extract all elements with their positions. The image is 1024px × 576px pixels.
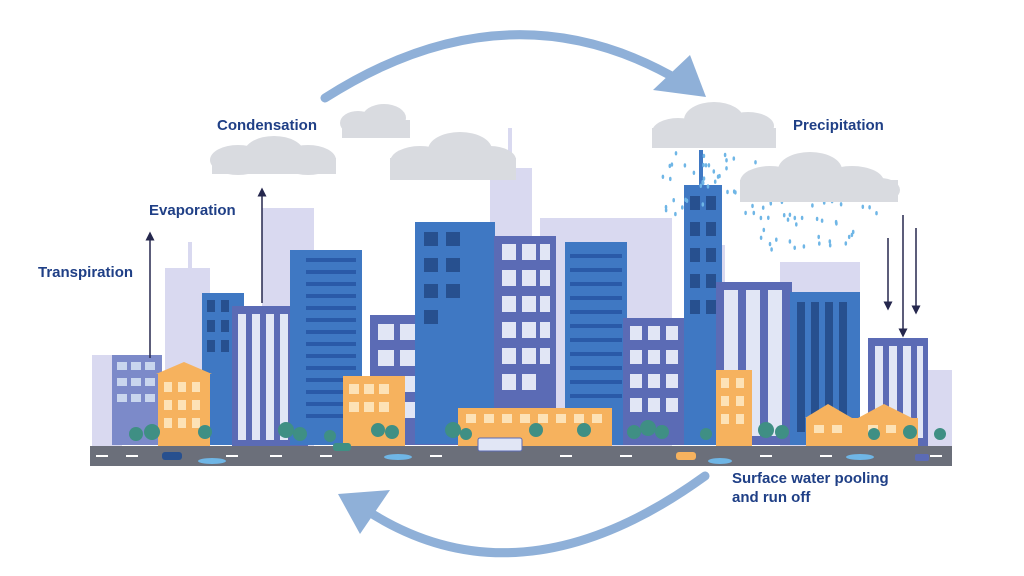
- rain-drop: [713, 179, 717, 184]
- cloud-top-small: [340, 104, 410, 138]
- downward-arrows: [883, 215, 921, 338]
- rain-drop: [752, 210, 756, 216]
- rain-drop: [828, 239, 832, 244]
- rain-drop: [725, 158, 728, 163]
- rain-drop: [683, 163, 687, 168]
- car: [915, 454, 929, 461]
- rain-drop: [769, 201, 773, 206]
- rain-drop: [732, 156, 736, 161]
- rain-drop: [751, 203, 754, 209]
- rain-drop: [768, 241, 772, 247]
- rain-drop: [762, 227, 766, 233]
- road: [90, 437, 952, 466]
- rain-drop: [681, 205, 684, 210]
- rain-drop: [828, 243, 832, 248]
- rain-drop: [702, 162, 705, 168]
- rain-drop: [701, 202, 705, 207]
- rain-drop: [701, 180, 704, 185]
- car: [676, 452, 696, 460]
- rain-drop: [795, 222, 798, 227]
- upward-arrows: [145, 187, 267, 358]
- runoff-label-line2: and run off: [732, 489, 811, 506]
- rain-drop: [674, 151, 678, 156]
- rain-drop: [759, 235, 763, 240]
- rain-drop: [684, 197, 687, 202]
- rain-drop: [775, 237, 778, 242]
- rain-drop: [815, 216, 819, 222]
- rain-drop: [706, 184, 710, 189]
- rain-drop: [835, 221, 838, 226]
- rain-drop: [847, 234, 851, 240]
- rain-drop: [770, 247, 773, 252]
- city-buildings: [112, 150, 928, 446]
- rain-drop: [802, 244, 806, 249]
- rain-drop: [692, 170, 696, 175]
- rain-drop: [844, 241, 848, 246]
- precipitation-label: Precipitation: [793, 117, 884, 134]
- condensation-label: Condensation: [217, 117, 317, 134]
- runoff-label: Surface water pooling and run off: [732, 469, 889, 507]
- rain-drop: [702, 153, 706, 159]
- rain-drop: [861, 204, 865, 209]
- rain-drop: [707, 163, 711, 168]
- rain-drop: [761, 205, 765, 210]
- rain-drop: [820, 218, 824, 223]
- cloud-center: [390, 132, 516, 180]
- rain-drop: [661, 174, 665, 179]
- bus: [477, 437, 523, 452]
- rain-drop: [664, 204, 668, 210]
- rain-drop: [744, 210, 747, 216]
- car: [162, 452, 182, 460]
- rain-drop: [788, 239, 792, 244]
- car: [333, 443, 351, 451]
- rain-drop: [712, 169, 716, 174]
- rain-drop: [669, 176, 672, 182]
- rain-drop: [851, 229, 855, 235]
- rain-drop: [782, 213, 786, 218]
- cloud-right-top: [652, 102, 776, 148]
- cycle-arrow-bottom: [338, 471, 710, 558]
- cloud-right-bottom: [740, 152, 900, 202]
- rain-drop: [672, 198, 675, 203]
- rain-drop: [725, 166, 728, 171]
- rain-drop: [718, 173, 721, 179]
- rain-drop: [767, 215, 770, 220]
- rain-drop: [699, 183, 703, 188]
- rain-drop: [726, 189, 729, 195]
- rain-drop: [800, 215, 804, 221]
- rain-drop: [868, 205, 871, 210]
- trees: [129, 420, 946, 442]
- rain-drop: [839, 202, 843, 207]
- rain-drop: [704, 163, 708, 168]
- orange-building-house: [805, 404, 918, 446]
- rain-drop: [754, 160, 757, 165]
- rain-drop: [674, 211, 677, 217]
- rain-drop: [670, 162, 674, 167]
- rain-drop: [818, 241, 821, 246]
- rain-drop: [668, 163, 672, 169]
- rain-drop: [664, 208, 668, 213]
- rain-drop: [793, 215, 797, 221]
- rain-drop: [723, 152, 727, 158]
- transpiration-label: Transpiration: [38, 264, 134, 281]
- rain-drop: [875, 211, 878, 216]
- rain-drop: [788, 212, 792, 217]
- rain-drop: [702, 176, 706, 181]
- evaporation-label: Evaporation: [149, 202, 236, 219]
- rain-drop: [732, 189, 736, 194]
- rain-drop: [811, 203, 814, 208]
- rain-drop: [793, 245, 796, 250]
- rain-drop: [759, 215, 763, 221]
- cloud-left: [210, 136, 336, 175]
- runoff-label-line1: Surface water pooling: [732, 470, 889, 487]
- rain-drop: [817, 234, 820, 240]
- cycle-arrow-top: [320, 30, 706, 103]
- rain-drop: [786, 217, 790, 222]
